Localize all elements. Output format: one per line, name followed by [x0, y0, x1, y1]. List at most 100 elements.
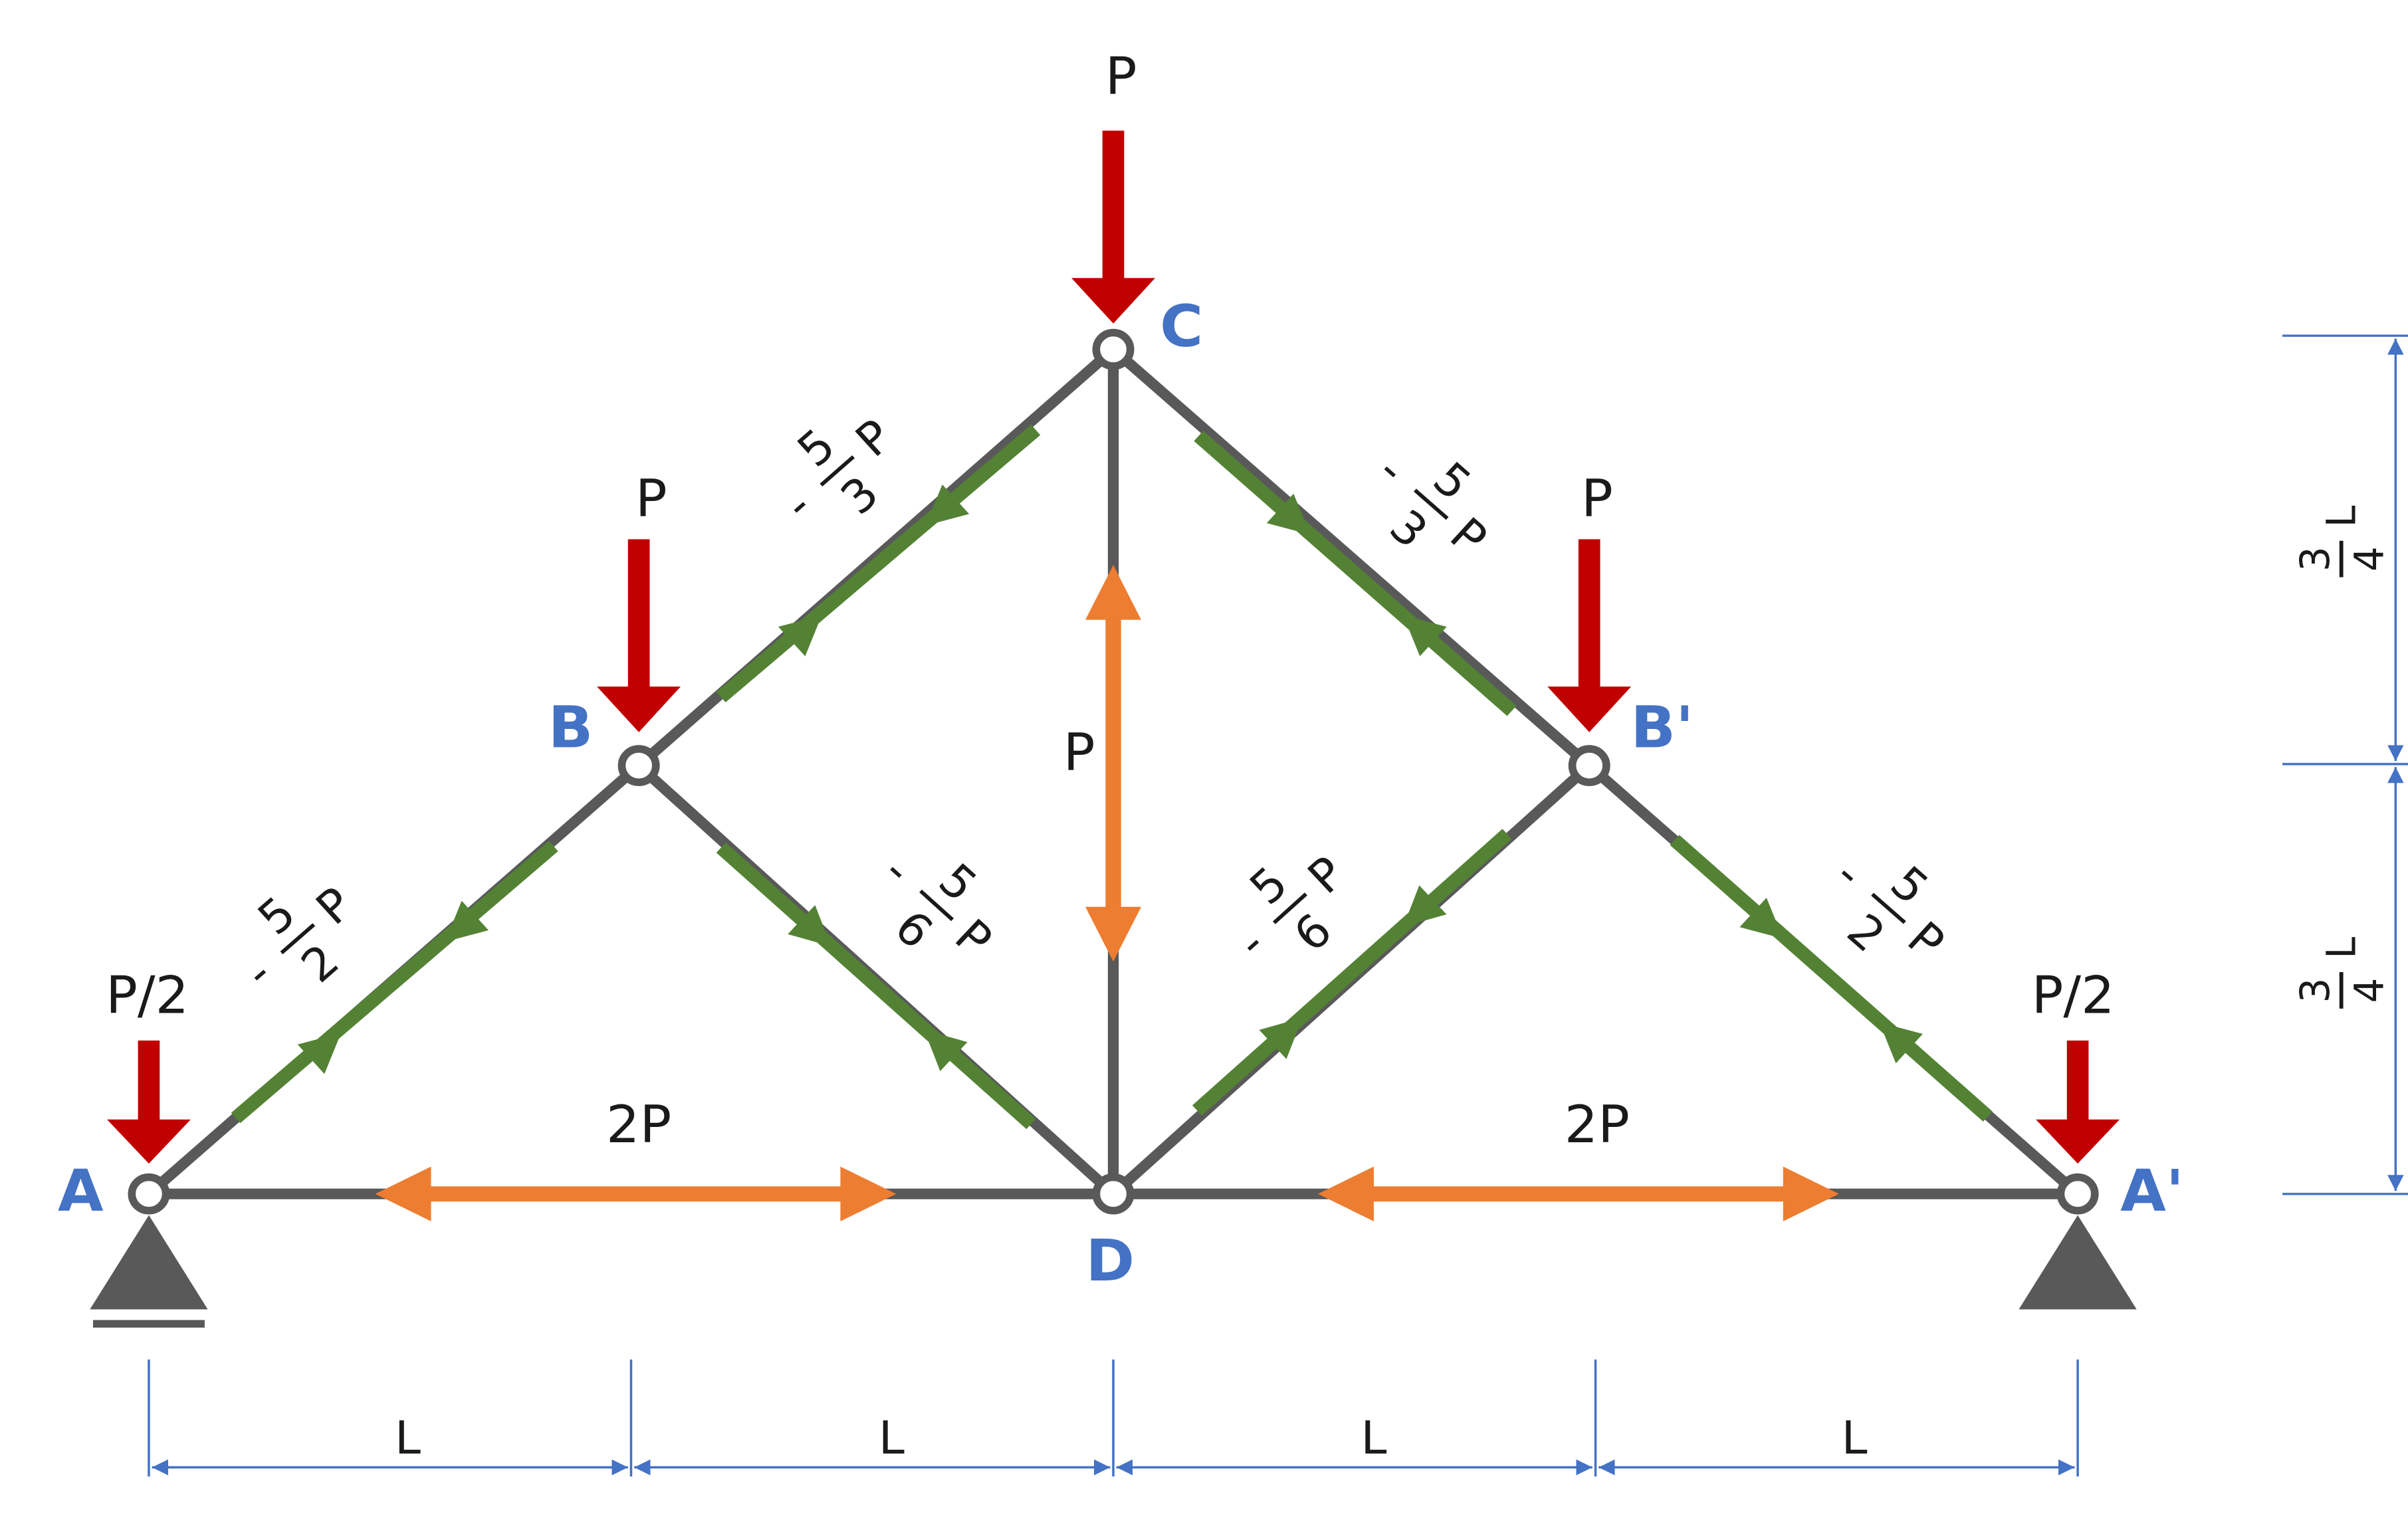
load-arrows [106, 130, 2120, 1164]
arrowhead-CB2-1 [1266, 493, 1311, 535]
load-label-C: P [1105, 46, 1137, 106]
node-label-C: C [1160, 293, 1203, 360]
load-arrow-B [597, 539, 681, 732]
force-BD-bar [919, 889, 954, 922]
compression-BC [716, 425, 1041, 703]
vdim-label-2: 3 4 L [2292, 936, 2393, 1009]
force-BC-bar [820, 455, 855, 487]
load-arrow-A2 [2036, 1040, 2120, 1164]
arrowhead-B2A2-1 [1739, 897, 1783, 939]
horizontal-dimension-labels: L L L L [395, 1412, 1868, 1465]
node-label-D: D [1086, 1227, 1135, 1294]
arrowhead-CB2-2 [1403, 615, 1447, 657]
vdim-1-sym: L [2318, 505, 2365, 528]
joint-C [1092, 328, 1135, 370]
tension-CD-top-head [1085, 565, 1142, 620]
vdim-label-1: 3 4 L [2292, 505, 2393, 577]
load-label-B2: P [1581, 468, 1613, 529]
compression-arrowheads [297, 484, 1923, 1074]
tension-AD-left-head [375, 1166, 431, 1221]
force-label-BD: - 5 6 P [873, 845, 1002, 967]
tension-arrows [375, 565, 1839, 1221]
force-label-DA2: 2P [1565, 1094, 1630, 1155]
arrowhead-AB-2 [445, 900, 489, 942]
force-DB2-bar [1272, 892, 1307, 924]
vdim-1-den: 4 [2346, 546, 2393, 571]
load-arrow-B2 [1547, 539, 1632, 732]
load-arrow-C [1071, 130, 1156, 324]
force-CB2-sym: P [1440, 508, 1496, 565]
force-B2A2-den: 2 [1837, 904, 1895, 963]
vdim-2-num: 3 [2292, 978, 2339, 1003]
compression-B2A2 [1670, 835, 1993, 1122]
dim-label-1: L [395, 1412, 421, 1465]
arrowhead-B2A2-2 [1879, 1022, 1923, 1064]
force-AB-bar [280, 923, 316, 955]
node-label-B: B [548, 694, 594, 761]
load-label-A: P/2 [106, 965, 189, 1026]
load-arrow-A [106, 1040, 191, 1164]
load-labels: P P P P/2 P/2 [106, 46, 2114, 1025]
compression-DB2 [1192, 829, 1512, 1116]
joint-B [617, 745, 660, 787]
dim-label-4: L [1842, 1412, 1868, 1465]
roller-support-A-base [92, 1320, 205, 1328]
tension-AD-right-head [840, 1166, 897, 1221]
joint-A [128, 1173, 170, 1215]
node-label-B2: B' [1631, 694, 1694, 761]
joint-A2 [2056, 1173, 2099, 1215]
force-BC-sign: - [774, 480, 822, 531]
pin-support-A2 [2019, 1215, 2137, 1310]
force-BC-sym: P [846, 410, 903, 468]
load-label-A2: P/2 [2032, 965, 2115, 1026]
tension-labels: P 2P 2P [606, 722, 1630, 1155]
arrowhead-AB-1 [297, 1033, 342, 1074]
vdim-1-num: 3 [2292, 546, 2339, 571]
vdim-2-sym: L [2318, 936, 2365, 959]
load-label-B: P [635, 468, 667, 529]
tension-DA2-right-head [1783, 1166, 1839, 1221]
force-CB2-den: 3 [1379, 500, 1437, 558]
arrowhead-BD-2 [924, 1029, 968, 1072]
force-label-AB: - 5 2 P [234, 878, 363, 999]
joint-B2 [1568, 745, 1610, 787]
compression-CB2 [1194, 431, 1517, 716]
force-BC-den: 3 [831, 466, 889, 525]
force-label-AD: 2P [606, 1094, 671, 1155]
compression-BD [716, 842, 1036, 1130]
arrowhead-BC-1 [778, 615, 822, 657]
vdim-2-den: 4 [2346, 978, 2393, 1003]
compression-AB [231, 841, 558, 1124]
force-CB2-sign: - [1368, 445, 1416, 495]
force-label-CD: P [1063, 722, 1095, 783]
supports [90, 1215, 2137, 1328]
force-BD-sign: - [873, 845, 922, 895]
tension-DA2-left-head [1317, 1166, 1374, 1221]
joints [128, 328, 2099, 1215]
force-B2A2-sign: - [1825, 849, 1874, 900]
tension-CD-bottom-head [1085, 906, 1142, 962]
joint-D [1092, 1173, 1135, 1215]
dim-label-2: L [879, 1412, 905, 1465]
force-DB2-sign: - [1227, 918, 1275, 968]
node-labels: A B C D B' A' [58, 293, 2184, 1294]
force-B2A2-bar [1871, 892, 1906, 924]
arrowhead-DB2-2 [1403, 885, 1447, 927]
force-BD-den: 6 [885, 901, 942, 960]
member-CB2 [1107, 344, 1595, 771]
force-B2A2-sym: P [1897, 912, 1953, 970]
force-AB-den: 2 [292, 934, 350, 993]
roller-support-A [90, 1215, 208, 1310]
node-label-A: A [58, 1158, 104, 1225]
node-label-A2: A' [2120, 1158, 2184, 1225]
arrowhead-DB2-1 [1259, 1017, 1303, 1059]
arrowhead-BC-2 [925, 484, 970, 526]
compression-overlays [231, 425, 1993, 1130]
horizontal-dimensions [148, 1359, 2079, 1476]
force-AB-sym: P [306, 878, 363, 936]
arrowhead-BD-1 [788, 905, 831, 947]
force-label-CB2: - 5 3 P [1368, 445, 1497, 565]
vertical-dimensions [2282, 334, 2408, 1195]
force-AB-sign: - [234, 948, 282, 999]
